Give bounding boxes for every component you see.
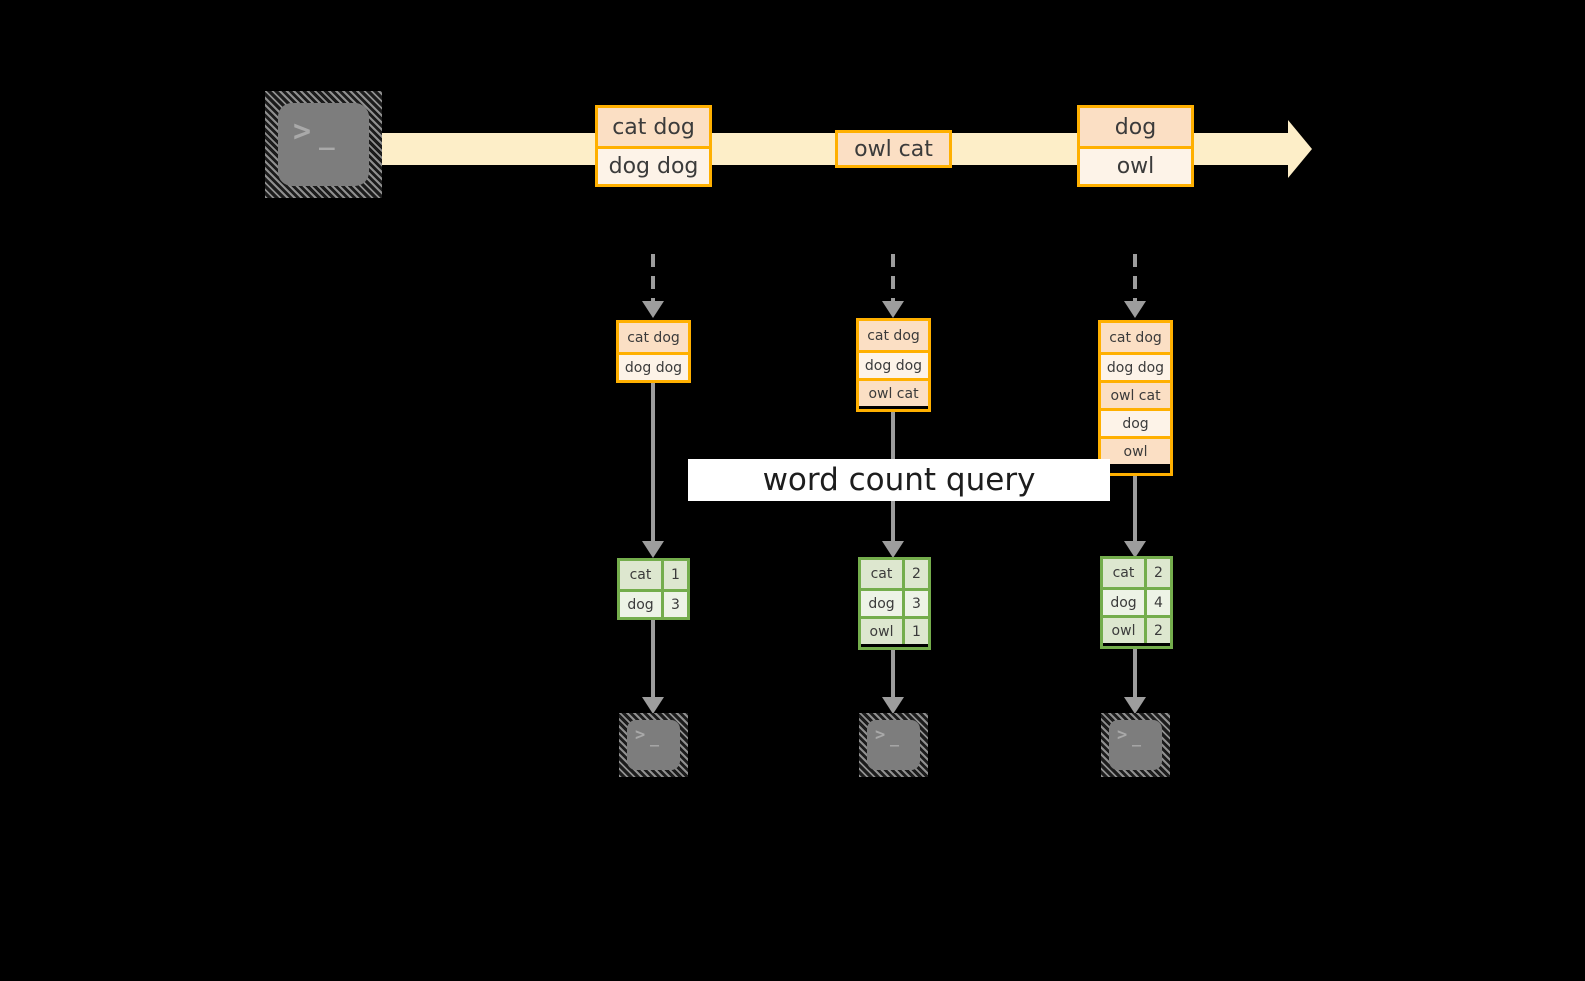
result-table-t2[interactable]: cat 2 dog 3 owl 1 <box>858 557 931 650</box>
accumulated-input-t3[interactable]: cat dog dog dog owl cat dog owl <box>1098 320 1173 476</box>
result-row: cat 1 <box>620 561 687 589</box>
accumulated-input-t2[interactable]: cat dog dog dog owl cat <box>856 318 931 412</box>
sink-connector-2 <box>882 650 904 714</box>
connector-shaft <box>891 254 895 301</box>
terminal-cursor-glyph: _ <box>890 729 900 747</box>
result-word: cat <box>1103 559 1147 587</box>
input-line: cat dog <box>859 321 928 350</box>
terminal-face <box>867 720 920 770</box>
terminal-cursor-glyph: _ <box>650 729 660 747</box>
input-line: cat dog <box>619 323 688 352</box>
result-count: 3 <box>905 591 928 616</box>
dashed-connector-3 <box>1124 254 1146 318</box>
result-word: dog <box>1103 590 1147 615</box>
terminal-cursor-glyph: _ <box>319 121 335 151</box>
message-line: owl cat <box>838 133 949 165</box>
connector-shaft <box>1133 254 1137 301</box>
message-line: dog <box>1080 108 1191 146</box>
result-row: owl 2 <box>1103 615 1170 643</box>
result-table-t1[interactable]: cat 1 dog 3 <box>617 558 690 620</box>
message-line: dog dog <box>598 146 709 184</box>
stream-message-batch-1[interactable]: cat dog dog dog <box>595 105 712 187</box>
stream-arrowhead <box>1288 120 1312 178</box>
connector-arrowhead <box>1124 697 1146 714</box>
connector-shaft <box>651 254 655 301</box>
result-row: owl 1 <box>861 616 928 644</box>
sink-connector-3 <box>1124 649 1146 714</box>
result-row: cat 2 <box>861 560 928 588</box>
input-line: owl cat <box>859 378 928 406</box>
result-word: cat <box>861 560 905 588</box>
connector-arrowhead <box>1124 541 1146 558</box>
message-line: owl <box>1080 146 1191 184</box>
result-table-t3[interactable]: cat 2 dog 4 owl 2 <box>1100 556 1173 649</box>
input-line: dog dog <box>1101 352 1170 380</box>
terminal-cursor-glyph: _ <box>1132 729 1142 747</box>
input-line: dog dog <box>859 350 928 378</box>
result-word: owl <box>861 619 905 644</box>
source-terminal-icon[interactable]: > _ <box>265 91 382 198</box>
result-count: 1 <box>664 561 687 589</box>
terminal-prompt-glyph: > <box>875 725 886 745</box>
connector-shaft <box>651 620 655 697</box>
input-line: dog <box>1101 408 1170 436</box>
result-word: owl <box>1103 618 1147 643</box>
connector-arrowhead <box>642 541 664 558</box>
sink-connector-1 <box>642 620 664 714</box>
result-word: cat <box>620 561 664 589</box>
query-connector-1 <box>642 383 664 558</box>
dashed-connector-2 <box>882 254 904 318</box>
connector-arrowhead <box>1124 301 1146 318</box>
result-count: 4 <box>1147 590 1170 615</box>
result-count: 1 <box>905 619 928 644</box>
connector-arrowhead <box>642 301 664 318</box>
input-line: dog dog <box>619 352 688 380</box>
stream-message-batch-2[interactable]: owl cat <box>835 130 952 168</box>
input-line: cat dog <box>1101 323 1170 352</box>
terminal-prompt-glyph: > <box>635 725 646 745</box>
result-word: dog <box>620 592 664 617</box>
connector-arrowhead <box>882 697 904 714</box>
result-count: 3 <box>664 592 687 617</box>
sink-terminal-icon-1[interactable]: > _ <box>619 713 688 777</box>
dashed-connector-1 <box>642 254 664 318</box>
terminal-face <box>1109 720 1162 770</box>
input-line: owl <box>1101 436 1170 464</box>
result-row: dog 4 <box>1103 587 1170 615</box>
connector-shaft <box>651 383 655 541</box>
result-word: dog <box>861 591 905 616</box>
result-row: dog 3 <box>620 589 687 617</box>
connector-shaft <box>891 650 895 697</box>
result-row: dog 3 <box>861 588 928 616</box>
terminal-face <box>627 720 680 770</box>
terminal-face <box>278 103 369 186</box>
stream-message-batch-3[interactable]: dog owl <box>1077 105 1194 187</box>
terminal-prompt-glyph: > <box>293 114 312 149</box>
query-connector-3 <box>1124 476 1146 558</box>
input-line: owl cat <box>1101 380 1170 408</box>
result-count: 2 <box>1147 559 1170 587</box>
result-row: cat 2 <box>1103 559 1170 587</box>
result-count: 2 <box>1147 618 1170 643</box>
connector-arrowhead <box>882 541 904 558</box>
connector-arrowhead <box>642 697 664 714</box>
result-count: 2 <box>905 560 928 588</box>
message-line: cat dog <box>598 108 709 146</box>
accumulated-input-t1[interactable]: cat dog dog dog <box>616 320 691 383</box>
query-label: word count query <box>688 459 1110 501</box>
connector-shaft <box>1133 476 1137 541</box>
connector-arrowhead <box>882 301 904 318</box>
sink-terminal-icon-2[interactable]: > _ <box>859 713 928 777</box>
terminal-prompt-glyph: > <box>1117 725 1128 745</box>
connector-shaft <box>1133 649 1137 697</box>
sink-terminal-icon-3[interactable]: > _ <box>1101 713 1170 777</box>
